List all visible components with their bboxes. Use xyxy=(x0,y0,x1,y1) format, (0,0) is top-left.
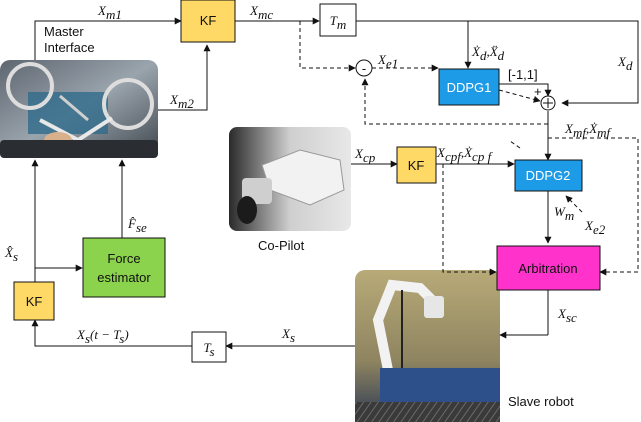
signal-fse: F̂se xyxy=(127,216,147,235)
force-estimator-block: Force estimator xyxy=(82,237,166,298)
minus-sign: - xyxy=(362,61,366,76)
kf-left-block: KF xyxy=(13,281,55,321)
ts-block: Ts xyxy=(191,331,227,363)
minus-junction: - xyxy=(355,59,373,77)
slave-robot-photo xyxy=(355,270,500,422)
signal-xmc: Xmc xyxy=(249,3,273,22)
ts-sub: s xyxy=(209,344,214,359)
signal-xs-delayed: Xs(t − Ts) xyxy=(76,327,129,346)
master-interface-photo xyxy=(0,60,158,158)
signal-xd: Xd xyxy=(617,54,633,73)
force-label-line2: estimator xyxy=(97,270,151,285)
arbitration-label: Arbitration xyxy=(518,261,577,276)
kf-copilot-block: KF xyxy=(396,146,437,184)
tm-label: T xyxy=(330,13,338,28)
sum-plus: + xyxy=(534,84,542,99)
ddpg2-label: DDPG2 xyxy=(526,168,571,183)
force-label-line1: Force xyxy=(107,251,140,266)
signal-xe1: Xe1 xyxy=(377,52,398,71)
ts-label: T xyxy=(203,340,211,355)
signal-xsc: Xsc xyxy=(557,306,577,325)
svg-text:Ts: Ts xyxy=(203,340,214,359)
tm-block: Tm xyxy=(319,3,357,37)
signal-xd-dot: Ẋd,Ẍd xyxy=(471,44,505,63)
kf-top-label: KF xyxy=(200,13,217,28)
signal-xm1: Xm1 xyxy=(97,3,122,22)
sum-junction xyxy=(540,95,556,111)
signal-xm2: Xm2 xyxy=(169,92,194,111)
slave-caption: Slave robot xyxy=(508,394,574,409)
kf-copilot-label: KF xyxy=(408,158,425,173)
signal-xmf: Xmf,Ẋmf xyxy=(564,121,613,140)
master-caption-line2: Interface xyxy=(44,40,95,55)
co-pilot-photo xyxy=(229,127,351,231)
signal-xe2: Xe2 xyxy=(584,218,606,237)
svg-text:Tm: Tm xyxy=(330,13,347,32)
signal-xcp: Xcp xyxy=(354,146,376,165)
tm-sub: m xyxy=(337,17,346,32)
dashed-connections xyxy=(299,21,639,276)
kf-top-block: KF xyxy=(180,0,236,43)
kf-left-label: KF xyxy=(26,294,43,309)
signal-xcpf: Xcpf,Ẋcp f xyxy=(436,145,494,164)
solid-connections xyxy=(31,17,639,350)
signal-xs-hat: X̂s xyxy=(4,245,18,264)
arbitration-block: Arbitration xyxy=(496,245,601,291)
copilot-caption: Co-Pilot xyxy=(258,238,305,253)
ddpg2-block: DDPG2 xyxy=(514,159,583,192)
master-caption-line1: Master xyxy=(44,24,84,39)
signal-range: [-1,1] xyxy=(508,67,538,82)
ddpg1-label: DDPG1 xyxy=(447,80,492,95)
signal-wm: Wm xyxy=(554,204,574,223)
ddpg1-block: DDPG1 xyxy=(438,68,500,106)
signal-xs: Xs xyxy=(281,326,295,345)
